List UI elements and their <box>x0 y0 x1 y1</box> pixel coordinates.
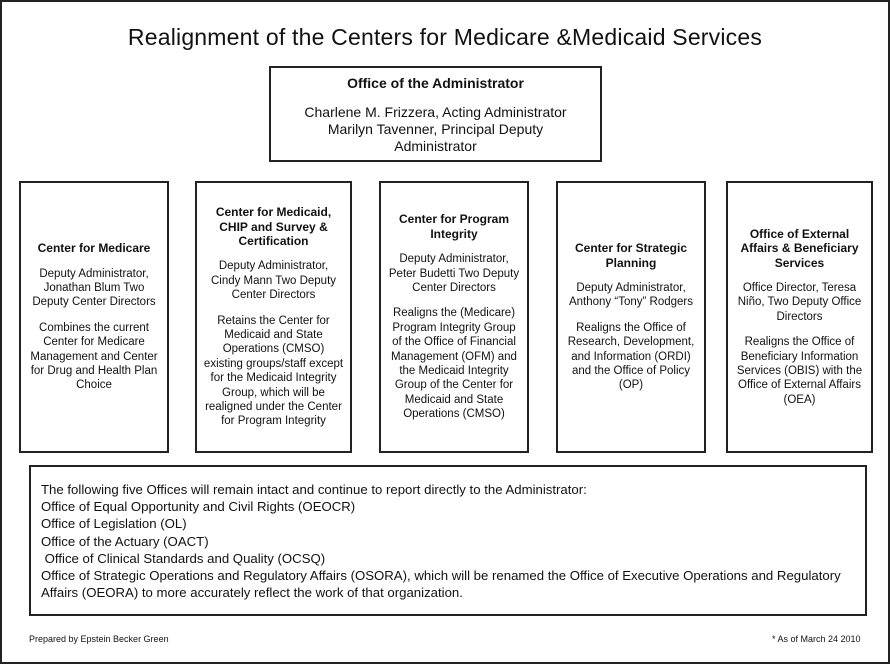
office-item: Office of Strategic Operations and Regul… <box>41 568 841 601</box>
office-external-affairs-box: Office of External Affairs & Beneficiary… <box>726 181 873 453</box>
administrator-box: Office of the Administrator Charlene M. … <box>269 66 602 162</box>
chart-title: Realignment of the Centers for Medicare … <box>127 24 763 50</box>
center-strategic-planning-box: Center for Strategic Planning Deputy Adm… <box>556 181 706 453</box>
offices-intro: The following five Offices will remain i… <box>41 482 587 497</box>
center-description: Realigns the (Medicare) Program Integrit… <box>391 307 517 421</box>
center-description: Retains the Center for Medicaid and Stat… <box>203 314 344 428</box>
center-description: Realigns the Office of Research, Develop… <box>567 321 695 392</box>
center-leadership: Deputy Administrator, Jonathan Blum Two … <box>32 267 156 309</box>
as-of-date-note: * As of March 24 2010 <box>772 634 861 644</box>
center-title: Center for Program Integrity <box>398 212 510 241</box>
center-program-integrity-box: Center for Program Integrity Deputy Admi… <box>379 181 529 453</box>
office-item: Office of Equal Opportunity and Civil Ri… <box>41 499 356 515</box>
center-leadership: Deputy Administrator, Anthony “Tony” Rod… <box>568 281 693 309</box>
administrator-heading: Office of the Administrator <box>347 75 524 91</box>
center-title: Center for Strategic Planning <box>574 241 688 270</box>
administrator-line: Charlene M. Frizzera, Acting Administrat… <box>304 104 567 120</box>
center-title: Center for Medicaid, CHIP and Survey & C… <box>215 205 332 248</box>
center-leadership: Office Director, Teresa Niño, Two Deputy… <box>737 281 862 323</box>
center-description: Realigns the Office of Beneficiary Infor… <box>736 336 863 406</box>
center-title: Center for Medicare <box>37 241 151 256</box>
prepared-by-note: Prepared by Epstein Becker Green <box>29 634 169 644</box>
center-medicaid-box: Center for Medicaid, CHIP and Survey & C… <box>195 181 352 453</box>
administrator-line: Administrator <box>394 138 477 154</box>
office-item: Office of Clinical Standards and Quality… <box>41 550 326 566</box>
center-leadership: Deputy Administrator, Peter Budetti Two … <box>388 253 520 294</box>
center-title: Office of External Affairs & Beneficiary… <box>740 226 859 270</box>
center-leadership: Deputy Administrator, Cindy Mann Two Dep… <box>210 260 337 302</box>
center-medicare-box: Center for Medicare Deputy Administrator… <box>19 181 169 453</box>
remaining-offices-box: The following five Offices will remain i… <box>29 465 867 616</box>
center-description: Combines the current Center for Medicare… <box>30 321 158 392</box>
office-item: Office of the Actuary (OACT) <box>41 533 209 549</box>
office-item: Office of Legislation (OL) <box>41 516 187 532</box>
administrator-line: Marilyn Tavenner, Principal Deputy <box>327 121 544 137</box>
